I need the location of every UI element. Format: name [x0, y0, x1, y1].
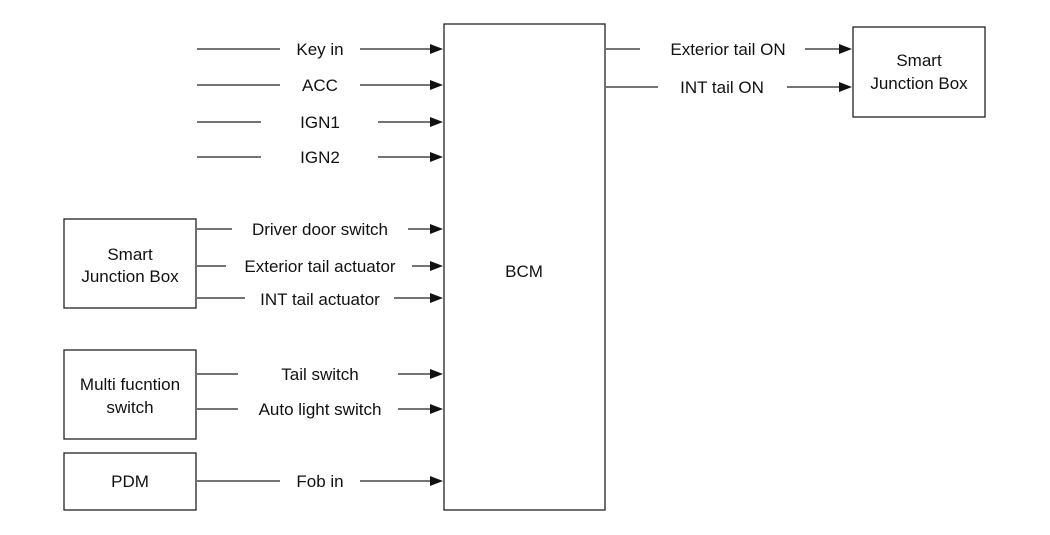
- signal-exterior-tail-actuator-arrowhead: [430, 261, 443, 271]
- signal-auto-light-switch-label: Auto light switch: [259, 400, 382, 419]
- signal-key-in: Key in: [197, 40, 443, 59]
- signal-exterior-tail-on: Exterior tail ON: [606, 40, 852, 59]
- signal-exterior-tail-actuator: Exterior tail actuator: [197, 257, 443, 276]
- signal-fob-in: Fob in: [197, 472, 443, 491]
- signal-auto-light-switch-arrowhead: [430, 404, 443, 414]
- signal-tail-switch-label: Tail switch: [281, 365, 358, 384]
- smart-junction-box-left-rect: [63, 218, 197, 309]
- smart-junction-box-left-line-2: Junction Box: [81, 267, 179, 286]
- signal-tail-switch: Tail switch: [197, 365, 443, 384]
- signal-ign1: IGN1: [197, 113, 443, 132]
- smart-junction-box-left: Smart Junction Box: [63, 218, 197, 309]
- signal-driver-door-switch: Driver door switch: [197, 220, 443, 239]
- multi-function-switch-box: Multi fucntion switch: [63, 349, 197, 440]
- signal-ign2-arrowhead: [430, 152, 443, 162]
- bcm-rect: [443, 23, 606, 511]
- multi-function-switch-rect: [63, 349, 197, 440]
- smart-junction-box-right-line-2: Junction Box: [870, 74, 968, 93]
- multi-function-switch-line-1: Multi fucntion: [80, 375, 180, 394]
- signal-auto-light-switch: Auto light switch: [197, 400, 443, 419]
- signal-fob-in-arrowhead: [430, 476, 443, 486]
- signal-int-tail-on: INT tail ON: [606, 78, 852, 97]
- signal-ign1-arrowhead: [430, 117, 443, 127]
- signal-ign2-label: IGN2: [300, 148, 340, 167]
- signal-int-tail-actuator-label: INT tail actuator: [260, 290, 380, 309]
- signal-int-tail-actuator: INT tail actuator: [197, 290, 443, 309]
- signal-acc: ACC: [197, 76, 443, 95]
- signal-ign1-label: IGN1: [300, 113, 340, 132]
- signal-key-in-arrowhead: [430, 44, 443, 54]
- signal-exterior-tail-on-arrowhead: [839, 44, 852, 54]
- multi-function-switch-line-2: switch: [106, 398, 153, 417]
- pdm-label: PDM: [111, 472, 149, 491]
- signal-exterior-tail-on-label: Exterior tail ON: [670, 40, 785, 59]
- signal-driver-door-switch-label: Driver door switch: [252, 220, 388, 239]
- pdm-rect: [63, 452, 197, 511]
- smart-junction-box-right-line-1: Smart: [896, 51, 942, 70]
- smart-junction-box-right-rect: [852, 26, 986, 118]
- signal-int-tail-actuator-arrowhead: [430, 293, 443, 303]
- signal-acc-label: ACC: [302, 76, 338, 95]
- smart-junction-box-left-line-1: Smart: [107, 245, 153, 264]
- smart-junction-box-right: Smart Junction Box: [852, 26, 986, 118]
- signal-tail-switch-arrowhead: [430, 369, 443, 379]
- signal-int-tail-on-arrowhead: [839, 82, 852, 92]
- signal-int-tail-on-label: INT tail ON: [680, 78, 764, 97]
- bcm-block: BCM: [443, 23, 606, 511]
- signal-driver-door-switch-arrowhead: [430, 224, 443, 234]
- bcm-label: BCM: [505, 262, 543, 281]
- signal-exterior-tail-actuator-label: Exterior tail actuator: [244, 257, 396, 276]
- signal-acc-arrowhead: [430, 80, 443, 90]
- signal-key-in-label: Key in: [296, 40, 343, 59]
- signal-ign2: IGN2: [197, 148, 443, 167]
- signal-fob-in-label: Fob in: [296, 472, 343, 491]
- pdm-box: PDM: [63, 452, 197, 511]
